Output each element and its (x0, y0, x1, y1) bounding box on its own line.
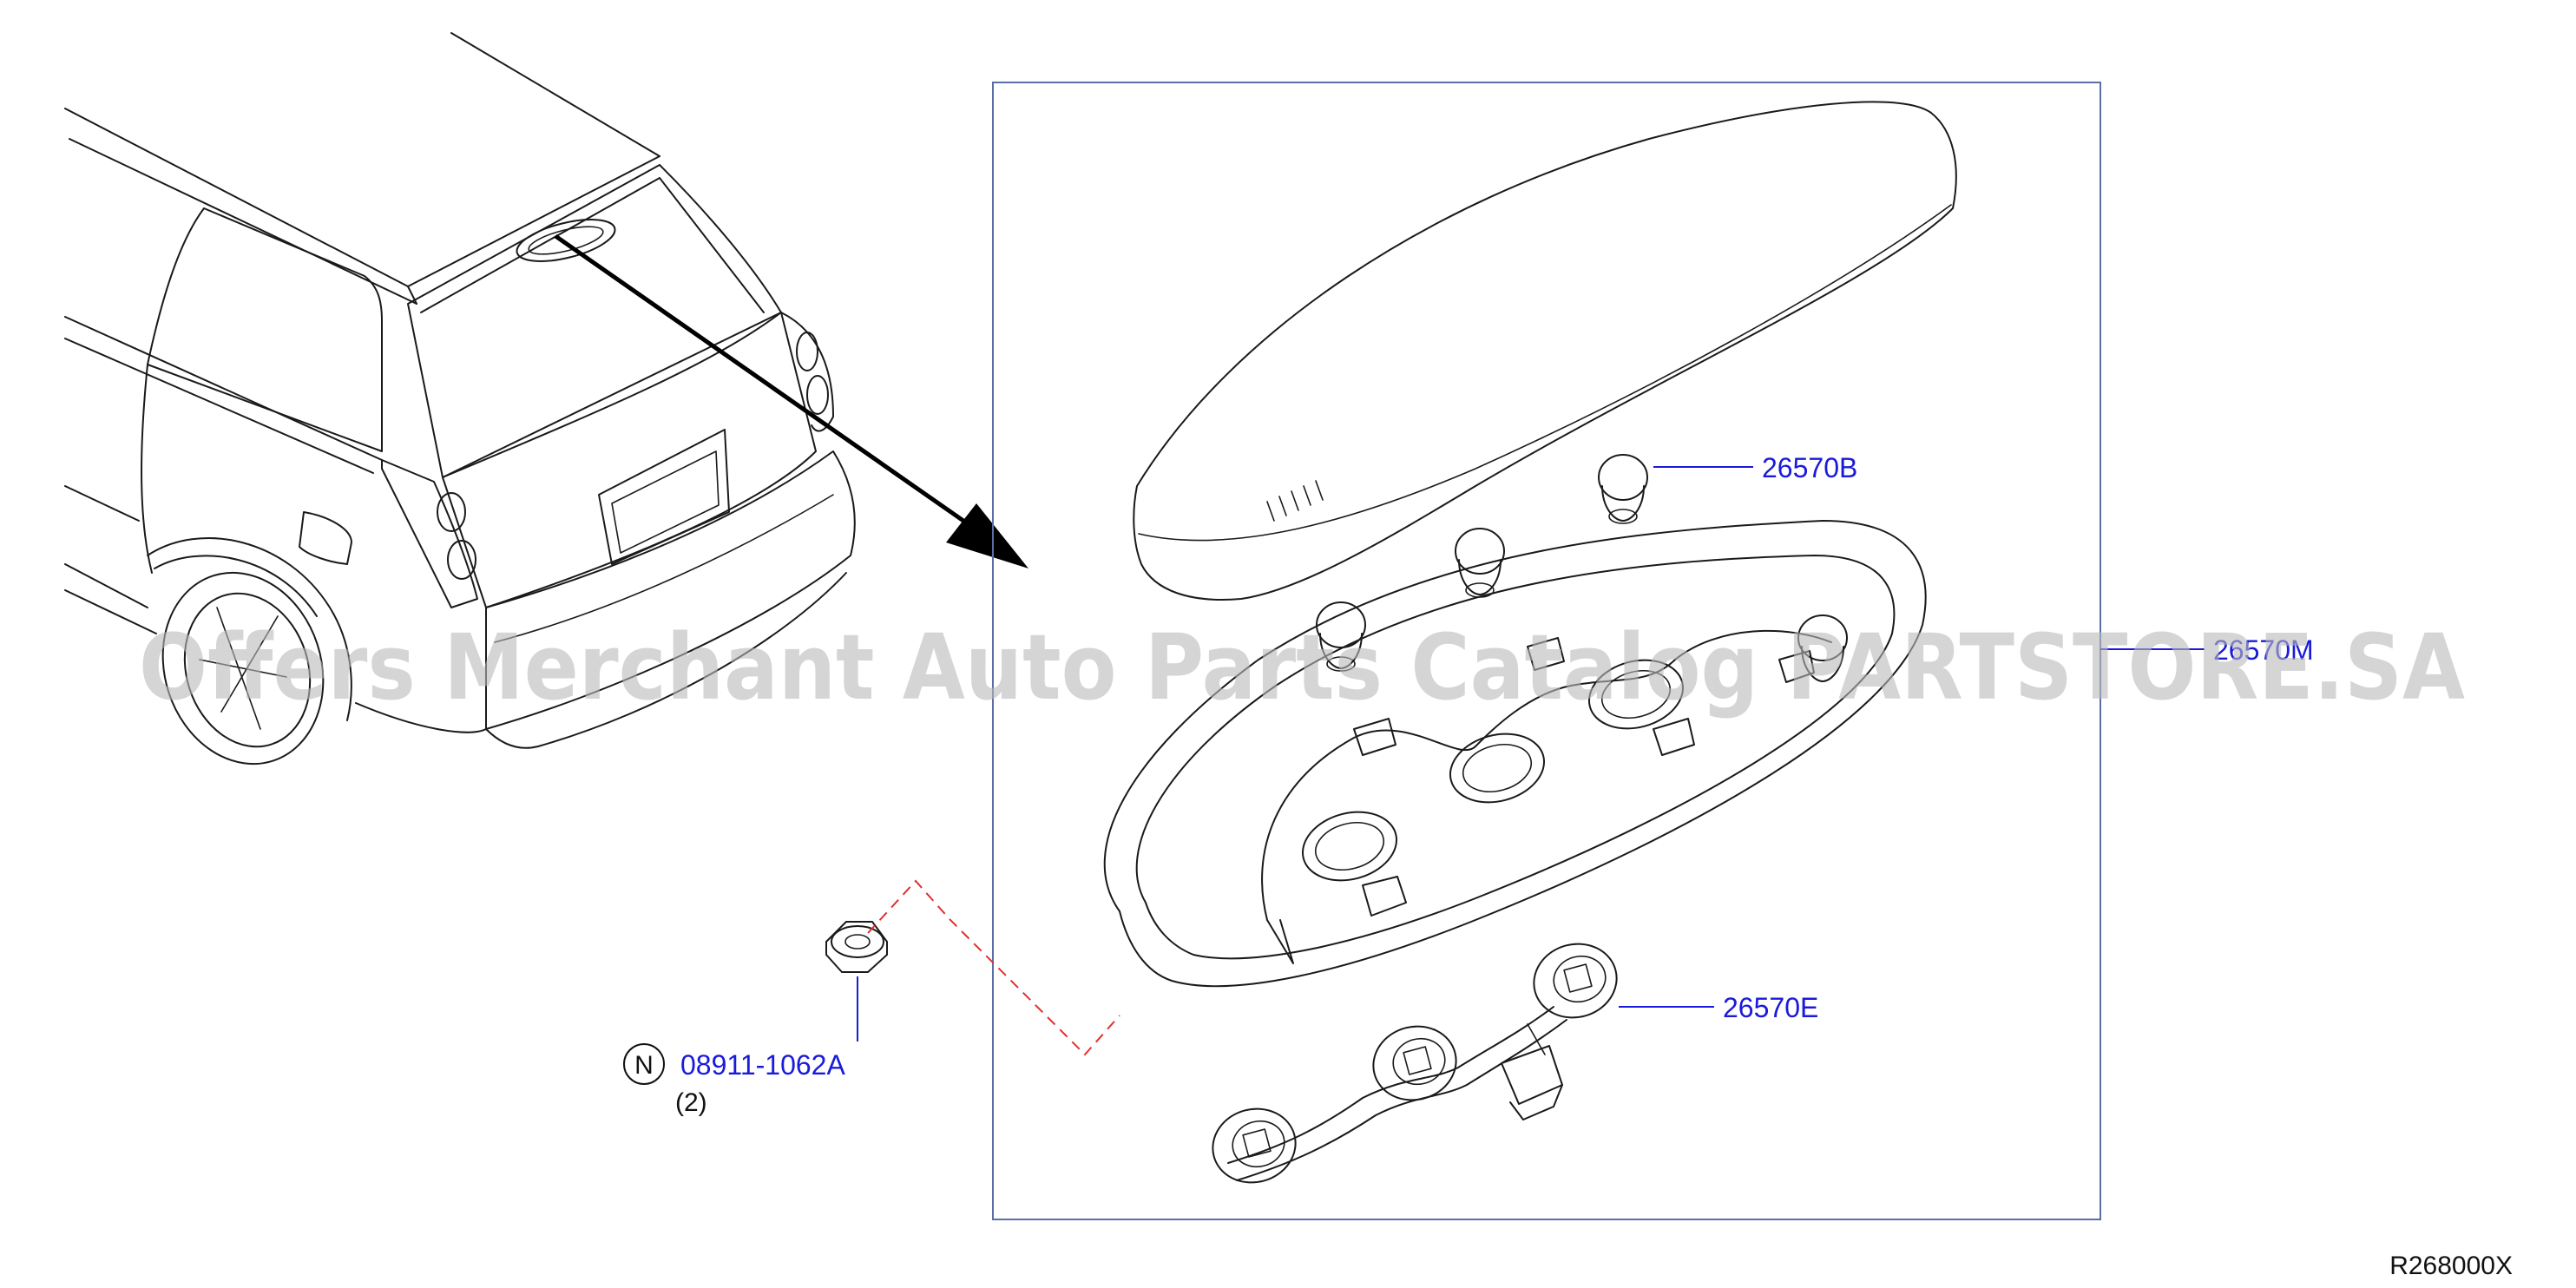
lamp-housing (1103, 520, 1927, 988)
bulb (1316, 601, 1366, 672)
watermark: Offers Merchant Auto Parts Catalog PARTS… (139, 614, 2465, 720)
socket-harness (1212, 943, 1618, 1184)
diagram-code: R268000X (2389, 1252, 2513, 1280)
label-housing-part-number[interactable]: 26570M (2213, 634, 2314, 666)
socket (1372, 1025, 1457, 1101)
stop-lamp-lens (1133, 101, 1957, 601)
label-socket-part-number[interactable]: 26570E (1723, 992, 1818, 1023)
bulb (1598, 454, 1648, 524)
label-nut-quantity: (2) (675, 1088, 707, 1117)
bulb (1797, 614, 1848, 682)
nut-n-marker-letter: N (634, 1051, 654, 1080)
socket (1212, 1107, 1297, 1184)
vehicle-illustration (64, 32, 1028, 766)
bulb (1455, 528, 1505, 598)
detail-frame (992, 82, 2101, 1220)
nut (825, 921, 888, 973)
nut-n-marker (623, 1043, 665, 1085)
bulb-group (1316, 454, 1848, 682)
label-bulb-part-number[interactable]: 26570B (1762, 452, 1857, 483)
label-nut-part-number[interactable]: 08911-1062A (680, 1049, 845, 1081)
socket (1533, 943, 1618, 1019)
dashed-install-line (867, 879, 1120, 1056)
